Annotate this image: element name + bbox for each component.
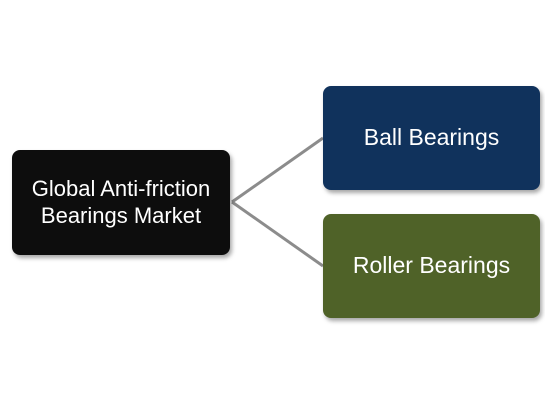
child-node-label: Ball Bearings: [363, 124, 500, 151]
connector-to-ball-bearings: [231, 136, 324, 204]
root-node-label: Global Anti-friction Bearings Market: [31, 176, 211, 228]
child-node-ball-bearings: Ball Bearings: [323, 86, 540, 190]
child-node-label: Roller Bearings: [352, 252, 511, 279]
connector-to-roller-bearings: [231, 200, 324, 268]
child-node-roller-bearings: Roller Bearings: [323, 214, 540, 318]
root-node: Global Anti-friction Bearings Market: [12, 150, 230, 255]
